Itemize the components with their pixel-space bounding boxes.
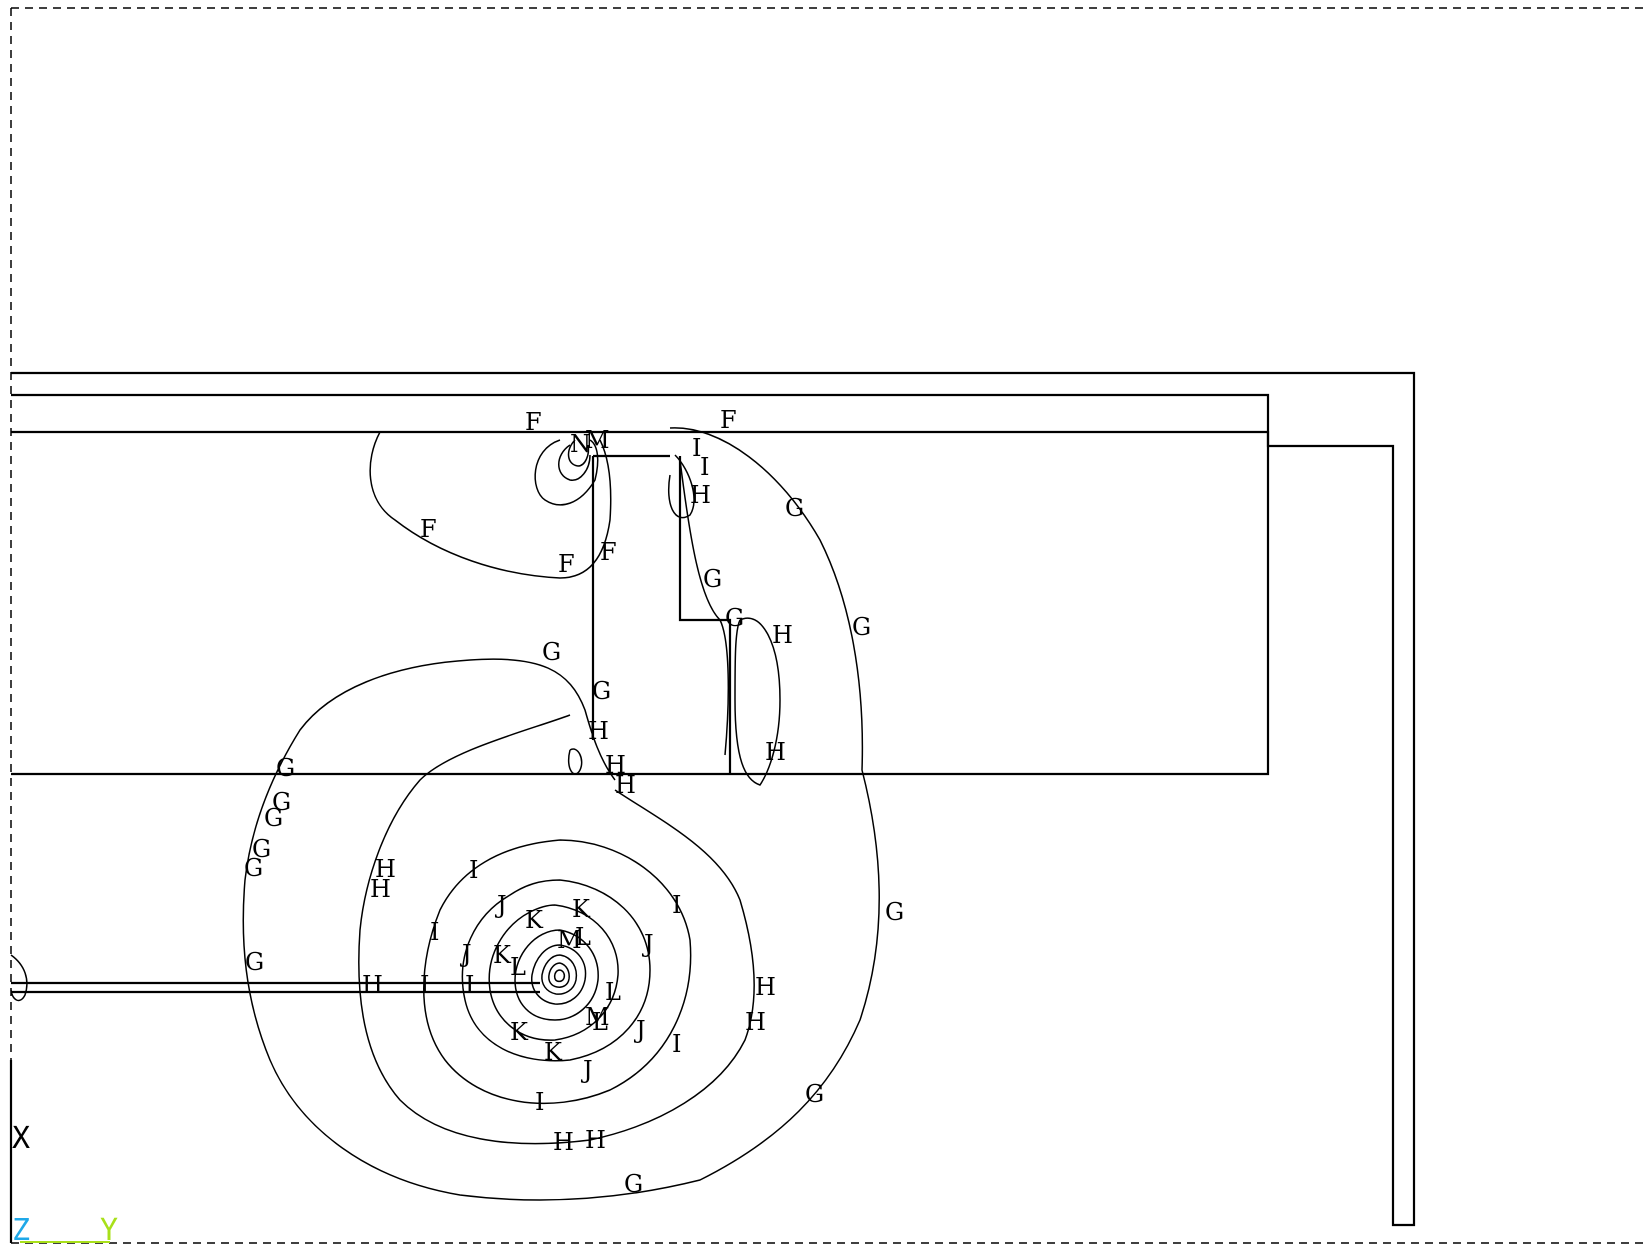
- model-geometry: [9, 371, 1416, 1243]
- inner-box: [11, 432, 1270, 776]
- contour-label-i: I: [535, 1088, 544, 1116]
- contour-label-h: H: [772, 621, 793, 649]
- contour-label-m: M: [557, 926, 582, 954]
- contour-label-j: J: [494, 891, 507, 919]
- contour-label-g: G: [272, 788, 291, 816]
- contour-label-h: H: [553, 1128, 574, 1156]
- contour-label-g: G: [852, 613, 871, 641]
- contour-line: [242, 427, 880, 1201]
- contour-label-j: J: [633, 1016, 646, 1044]
- inner-slot-right: [678, 456, 732, 775]
- contour-line: [558, 444, 591, 481]
- contour-label-f: F: [558, 550, 575, 578]
- contour-label-n: N: [570, 430, 591, 458]
- contour-label-j: J: [459, 940, 472, 968]
- contour-label-g: G: [592, 677, 611, 705]
- contour-label-h: H: [375, 855, 396, 883]
- contour-line: [358, 714, 755, 1145]
- contour-label-g: G: [805, 1080, 824, 1108]
- contour-label-i: I: [430, 918, 439, 946]
- contour-label-f: F: [420, 515, 437, 543]
- contour-line: [568, 748, 583, 775]
- contour-label-h: H: [690, 481, 711, 509]
- contour-label-h: H: [765, 738, 786, 766]
- contour-line: [10, 954, 28, 1002]
- contour-label-f: F: [525, 408, 542, 436]
- triad-y-label: Y: [100, 1213, 118, 1245]
- contour-label-g: G: [725, 604, 744, 632]
- contour-label-g: G: [785, 494, 804, 522]
- contour-line: [553, 969, 566, 983]
- contour-label-i: I: [672, 891, 681, 919]
- contour-label-g: G: [703, 565, 722, 593]
- top-plate: [11, 393, 1270, 432]
- contour-line: [534, 439, 599, 506]
- contour-label-l: L: [592, 1008, 608, 1036]
- contour-label-j: J: [580, 1056, 593, 1084]
- contour-label-i: I: [469, 856, 478, 884]
- contour-label-k: K: [493, 941, 512, 969]
- contour-label-l: L: [510, 953, 526, 981]
- contour-line: [668, 454, 695, 519]
- outer-wall: [11, 371, 1416, 1227]
- contour-label-h: H: [585, 1126, 606, 1154]
- horizontal-bar: [11, 981, 540, 994]
- contour-line: [541, 954, 578, 995]
- triad-x-label: X: [12, 1121, 30, 1156]
- contour-line: [514, 929, 599, 1021]
- contour-label-h: H: [362, 971, 383, 999]
- contour-label-k: K: [572, 895, 591, 923]
- contour-label-g: G: [624, 1170, 643, 1198]
- contour-label-g: G: [252, 835, 271, 863]
- contour-label-h: H: [745, 1008, 766, 1036]
- contour-line: [567, 439, 590, 467]
- coordinate-triad: X Z Y: [12, 1121, 118, 1245]
- contour-label-h: H: [755, 973, 776, 1001]
- contour-line: [679, 459, 730, 756]
- contour-label-l: L: [575, 923, 591, 951]
- contour-label-l: L: [605, 978, 621, 1006]
- contour-label-k: K: [544, 1038, 563, 1066]
- contour-label-h: H: [615, 771, 636, 799]
- contour-line: [488, 904, 619, 1041]
- contour-label-k: K: [525, 906, 544, 934]
- contour-label-h: H: [588, 717, 609, 745]
- contour-label-h: H: [370, 875, 391, 903]
- contour-label-h: H: [605, 751, 626, 779]
- contour-lines: [10, 427, 880, 1201]
- contour-label-i: I: [465, 971, 474, 999]
- contour-label-g: G: [276, 754, 295, 782]
- contour-label-g: G: [264, 804, 283, 832]
- contour-label-m: M: [585, 426, 610, 454]
- contour-label-g: G: [244, 854, 263, 882]
- triad-z-label: Z: [12, 1213, 30, 1245]
- contour-line: [461, 879, 651, 1062]
- contour-label-m: M: [585, 1003, 610, 1031]
- contour-label-i: I: [692, 434, 701, 462]
- contour-label-j: J: [641, 930, 654, 958]
- contour-label-k: K: [510, 1018, 529, 1046]
- contour-line: [423, 839, 692, 1105]
- contour-label-i: I: [420, 971, 429, 999]
- contour-label-g: G: [885, 898, 904, 926]
- contour-label-f: F: [720, 406, 737, 434]
- viewport-frame: [10, 7, 1648, 1244]
- contour-label-g: G: [245, 948, 264, 976]
- contour-label-i: I: [700, 453, 709, 481]
- contour-label-g: G: [542, 638, 561, 666]
- contour-label-i: I: [672, 1030, 681, 1058]
- contour-label-f: F: [600, 538, 617, 566]
- contour-line: [734, 617, 781, 786]
- contour-line: [369, 431, 612, 579]
- contour-line: [548, 962, 570, 988]
- contour-line: [531, 944, 587, 1005]
